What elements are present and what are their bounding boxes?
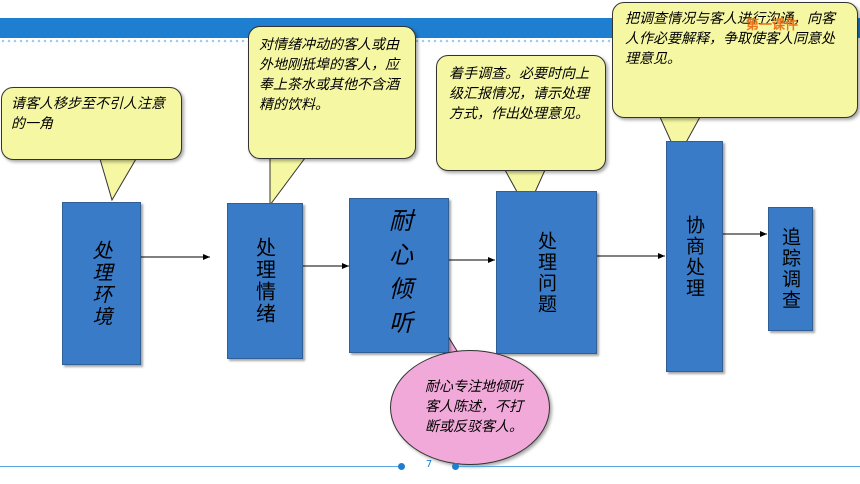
step-label: 处理问题 xyxy=(535,230,557,315)
step-box-problem: 处理问题 xyxy=(496,191,597,354)
step-label: 追踪调查 xyxy=(779,227,801,311)
callout-problem: 着手调查。必要时向上级汇报情况，请示处理方式，作出处理意见。 xyxy=(436,55,606,171)
callout-environment: 请客人移步至不引人注意的一角 xyxy=(1,87,182,160)
step-box-negotiate: 协商处理 xyxy=(666,141,723,372)
callout-tail-environment xyxy=(99,158,137,202)
step-box-listen: 耐心倾听 xyxy=(349,198,449,353)
callout-listen-text: 耐心专注地倾听客人陈述，不打断或反驳客人。 xyxy=(425,379,523,435)
footer-line-left xyxy=(0,466,402,467)
footer-dot-right xyxy=(452,463,459,470)
callout-environment-text: 请客人移步至不引人注意的一角 xyxy=(11,96,165,132)
page-number: 7 xyxy=(425,459,433,470)
step-label: 处理情绪 xyxy=(252,237,277,325)
step-label: 协商处理 xyxy=(683,214,705,299)
step-box-environment: 处理环境 xyxy=(62,202,141,365)
watermark-stamp: 第一课件 xyxy=(746,18,799,33)
step-label: 处理环境 xyxy=(89,239,113,328)
step-box-followup: 追踪调查 xyxy=(768,207,813,331)
step-box-emotion: 处理情绪 xyxy=(227,203,303,359)
callout-emotion-text: 对情绪冲动的客人或由外地刚抵埠的客人，应奉上茶水或其他不含酒精的饮料。 xyxy=(259,37,399,113)
footer-dot-left xyxy=(398,463,405,470)
callout-tail-emotion xyxy=(269,157,306,207)
callout-problem-text: 着手调查。必要时向上级汇报情况，请示处理方式，作出处理意见。 xyxy=(449,66,589,122)
callout-listen: 耐心专注地倾听客人陈述，不打断或反驳客人。 xyxy=(390,350,550,465)
callout-negotiate: 把调查情况与客人进行沟通，向客人作必要解释，争取使客人同意处理意见。 xyxy=(612,2,858,118)
header-dotted-line xyxy=(0,38,860,46)
step-label: 耐心倾听 xyxy=(384,207,413,344)
footer-line-right xyxy=(456,466,860,467)
callout-emotion: 对情绪冲动的客人或由外地刚抵埠的客人，应奉上茶水或其他不含酒精的饮料。 xyxy=(248,26,416,159)
callout-negotiate-text: 把调查情况与客人进行沟通，向客人作必要解释，争取使客人同意处理意见。 xyxy=(625,11,835,67)
